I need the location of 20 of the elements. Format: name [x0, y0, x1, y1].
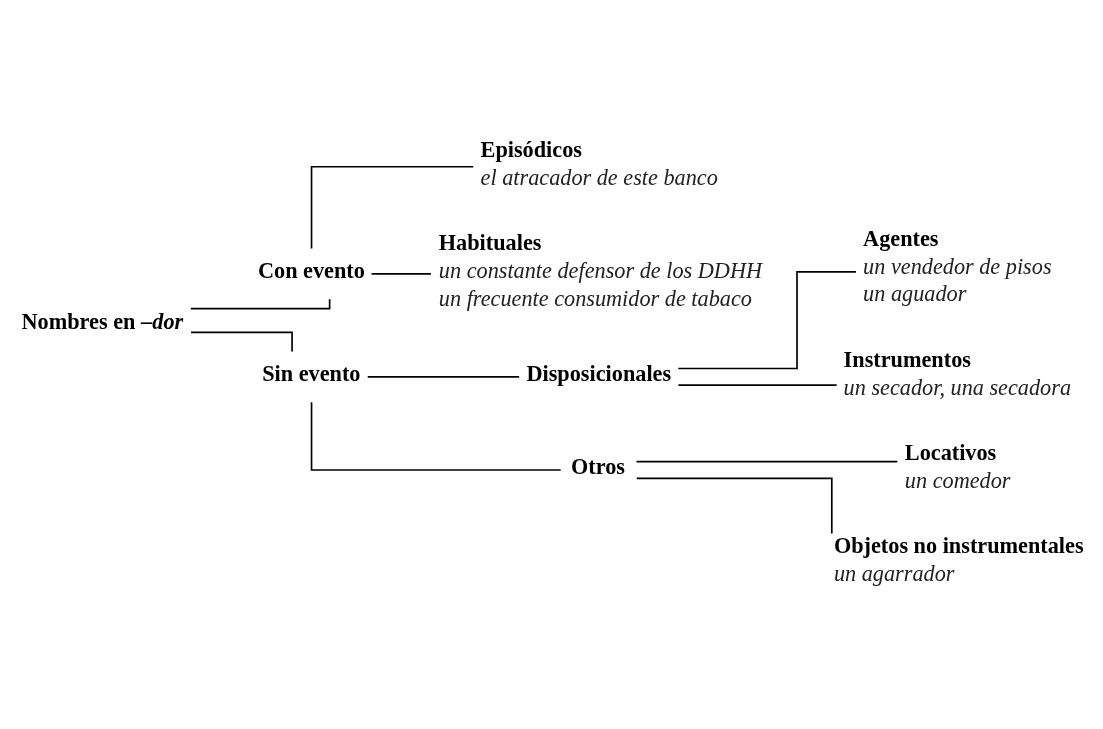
- node-text: Habituales un constante defensor de los DDHH un frecuente consumidor de tabaco: [438, 229, 763, 311]
- node-text: Otros: [570, 453, 625, 479]
- connector: [677, 383, 838, 386]
- node-text: Con evento: [257, 257, 365, 283]
- node-text: Objetos no instrumentales un agarrador: [833, 532, 1084, 586]
- connector: [635, 477, 833, 534]
- connector: [190, 330, 293, 352]
- node-text: Agentes un vendedor de pisos un aguador: [863, 225, 1052, 306]
- connector: [677, 270, 857, 369]
- node-text: Nombres en –dor: [21, 308, 184, 334]
- node-text: Episódicos el atracador de este banco: [480, 136, 718, 190]
- node-text: Locativos un comedor: [904, 439, 1011, 493]
- connector: [310, 400, 562, 471]
- connector: [310, 165, 475, 249]
- node-text: Disposicionales: [526, 360, 672, 386]
- connector: [366, 375, 520, 378]
- node-text: Instrumentos un secador, una secadora: [843, 346, 1072, 400]
- connector: [635, 460, 899, 462]
- node-text: Sin evento: [262, 360, 361, 386]
- connector: [370, 272, 432, 275]
